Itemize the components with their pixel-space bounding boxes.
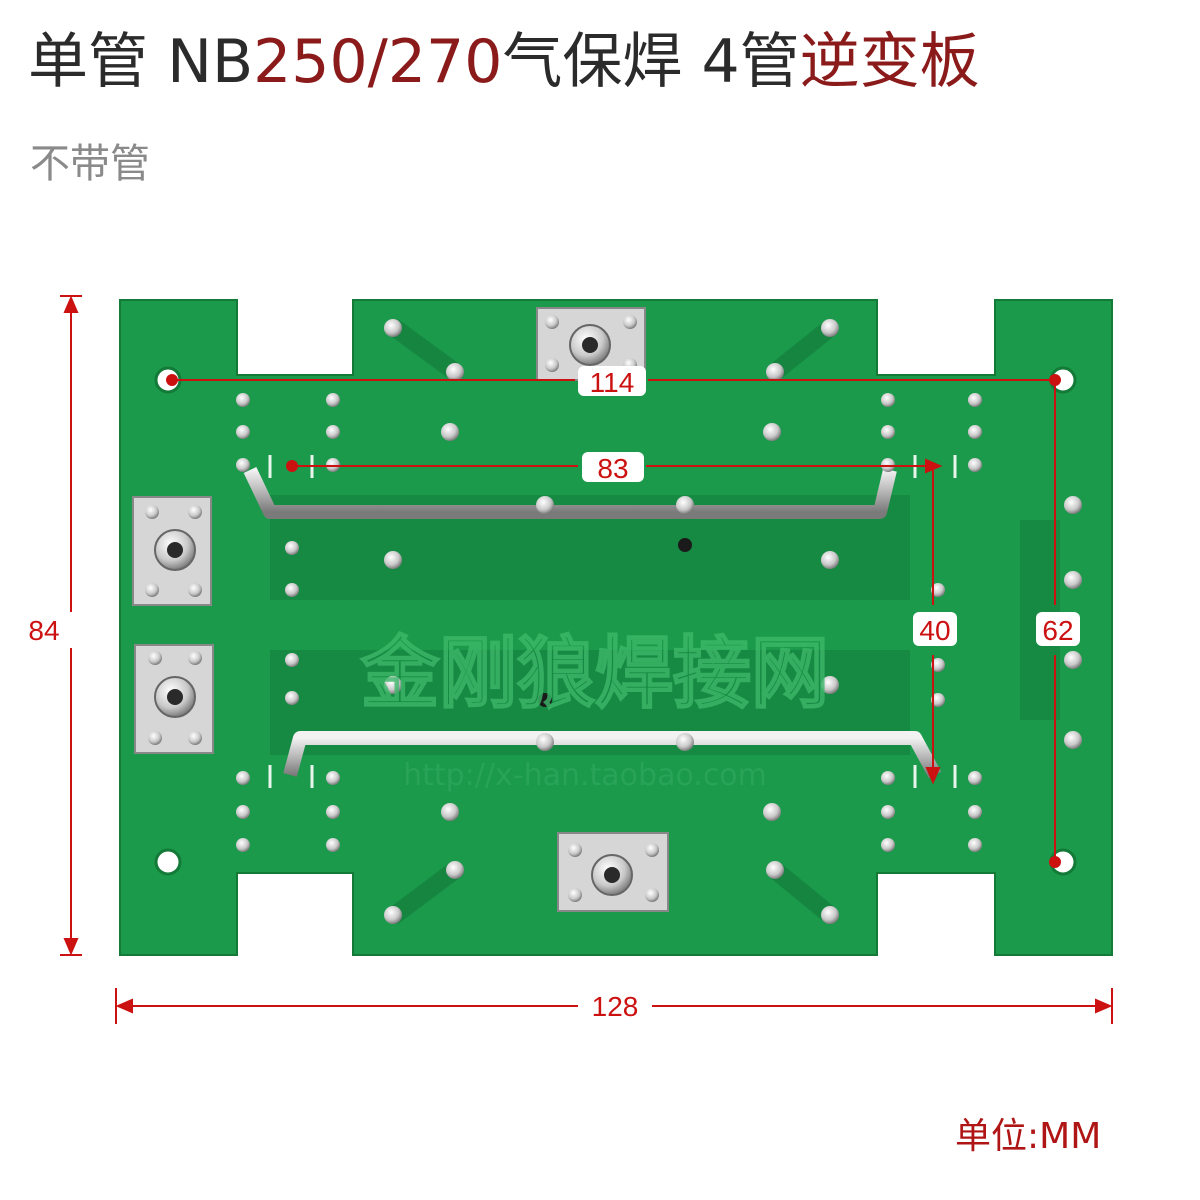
title-part-3: 气保焊 4管 <box>502 27 800 97</box>
pcb-board <box>119 299 1113 956</box>
bus-bar-lower <box>283 731 942 779</box>
dim-label-hole-span-vertical: 62 <box>1042 615 1073 646</box>
diagonal-traces <box>386 319 839 924</box>
terminal-left-upper <box>132 496 212 606</box>
page-title: 单管 NB250/270气保焊 4管逆变板 <box>28 22 980 102</box>
title-product-type: 逆变板 <box>799 27 980 97</box>
dim-label-inner-span-vertical: 40 <box>919 615 950 646</box>
title-part-1: 单管 NB <box>28 27 254 97</box>
dim-label-inner-span-horizontal: 83 <box>597 453 628 484</box>
watermark-text: 金刚狼焊接网 <box>360 629 829 719</box>
dim-label-width-total: 128 <box>592 991 639 1022</box>
terminal-bottom <box>557 832 669 912</box>
dim-label-height-total: 84 <box>28 615 59 646</box>
bus-bar-upper <box>243 466 897 519</box>
dimension-label-backgrounds <box>578 366 1080 646</box>
title-model-number: 250/270 <box>253 27 503 97</box>
dimension-lines <box>60 295 1113 1024</box>
watermark-url: http://x-han.taobao.com <box>403 758 767 793</box>
page-subtitle: 不带管 <box>30 141 150 187</box>
dim-label-hole-span-horizontal: 114 <box>590 367 635 398</box>
solder-pads <box>236 319 1082 924</box>
terminal-left-lower <box>134 644 214 754</box>
unit-label: 单位:MM <box>955 1116 1102 1157</box>
